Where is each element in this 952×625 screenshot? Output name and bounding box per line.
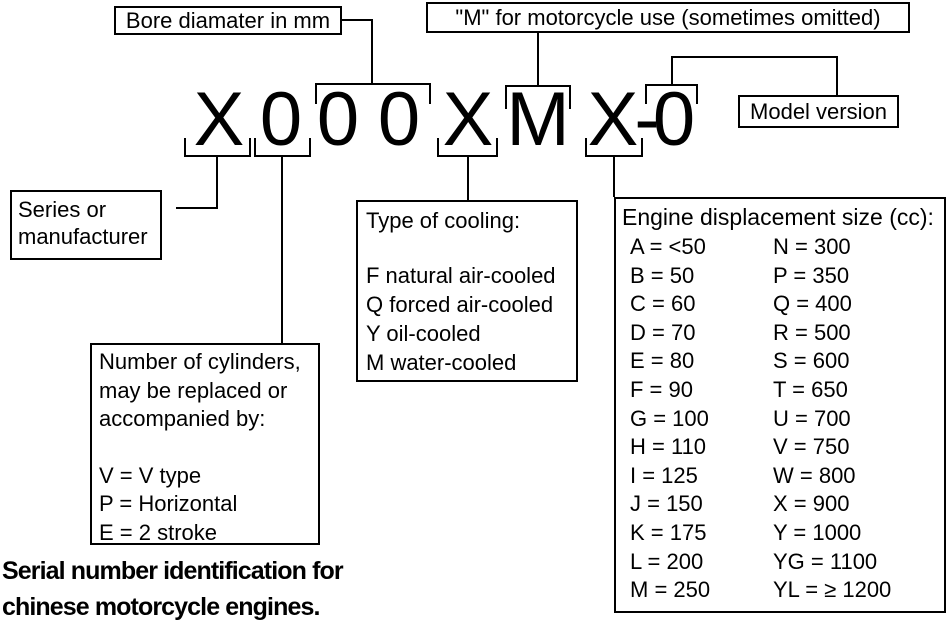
serial-char-bore-1: 0 [316, 77, 360, 162]
caption-line1: Serial number identification for [2, 557, 344, 585]
engine-code: L = 200 [630, 548, 704, 574]
cooling-title: Type of cooling: [366, 208, 521, 233]
engine-row: M = 250 YL = ≥ 1200 [616, 576, 944, 605]
cooling-item: M water-cooled [366, 350, 517, 375]
engine-row: F = 90 T = 650 [616, 376, 944, 405]
serial-char-motorcycle: M [506, 77, 570, 162]
engine-code: B = 50 [630, 262, 695, 288]
engine-code: W = 800 [773, 462, 856, 488]
serial-char-model-version: 0 [652, 77, 696, 162]
engine-row: K = 175 Y = 1000 [616, 519, 944, 548]
engine-code: T = 650 [773, 376, 848, 402]
bore-connector-line [342, 19, 373, 83]
engine-code: U = 700 [773, 405, 851, 431]
engine-row: E = 80 S = 600 [616, 347, 944, 376]
engine-row: G = 100 U = 700 [616, 405, 944, 434]
caption-line2: chinese motorcycle engines. [2, 593, 320, 621]
cylinders-box: Number of cylinders, may be replaced or … [90, 343, 320, 545]
cylinders-item: P = Horizontal [99, 491, 238, 516]
engine-code: S = 600 [773, 348, 850, 374]
engine-row: L = 200 YG = 1100 [616, 548, 944, 577]
engine-row: H = 110 V = 750 [616, 433, 944, 462]
bore-diameter-label-box: Bore diamater in mm [114, 6, 342, 35]
engine-row: D = 70 R = 500 [616, 319, 944, 348]
bore-diameter-label: Bore diamater in mm [125, 8, 331, 33]
engine-code: M = 250 [630, 577, 711, 603]
motorcycle-use-label-box: "M" for motorcycle use (sometimes omitte… [426, 2, 910, 33]
bore-bracket [315, 83, 431, 104]
engine-code: YG = 1100 [773, 548, 878, 574]
series-label-line1: Series or [18, 197, 107, 222]
cylinders-text-line1: Number of cylinders, [99, 349, 301, 374]
engine-code: V = 750 [773, 434, 850, 460]
serial-char-series: X [193, 77, 245, 162]
engine-code: K = 175 [630, 519, 707, 545]
engine-code: YL = ≥ 1200 [773, 577, 892, 603]
engine-displacement-title: Engine displacement size (cc): [622, 204, 934, 230]
cooling-item: Q forced air-cooled [366, 292, 554, 317]
motorcycle-use-label: "M" for motorcycle use (sometimes omitte… [455, 5, 881, 30]
engine-code: R = 500 [773, 319, 851, 345]
model-version-label: Model version [750, 99, 887, 124]
engine-code: D = 70 [630, 319, 696, 345]
serial-char-displacement: X [587, 77, 639, 162]
engine-code: H = 110 [630, 434, 707, 460]
cylinders-text-line2: may be replaced or [99, 377, 288, 403]
engine-code: G = 100 [630, 405, 709, 431]
engine-code: X = 900 [773, 491, 850, 517]
model-version-label-box: Model version [738, 95, 899, 128]
diagram-caption: Serial number identification for chinese… [2, 553, 462, 625]
engine-row: C = 60 Q = 400 [616, 290, 944, 319]
engine-code: P = 350 [773, 262, 850, 288]
cylinders-item: V = V type [99, 462, 202, 488]
engine-code: E = 80 [630, 348, 695, 374]
engine-row: I = 125 W = 800 [616, 462, 944, 491]
serial-char-cylinders: 0 [259, 77, 303, 162]
model-connector-line [671, 56, 838, 95]
cylinders-item: E = 2 stroke [99, 519, 218, 545]
cylinders-spacer [99, 434, 318, 462]
engine-row: A = <50 N = 300 [616, 233, 944, 262]
cooling-spacer [366, 235, 576, 261]
cylinders-text-line3: accompanied by: [99, 406, 266, 431]
cooling-item: F natural air-cooled [366, 263, 556, 288]
serial-char-hyphen: - [634, 77, 660, 162]
cooling-type-box: Type of cooling: F natural air-cooled Q … [356, 200, 578, 382]
series-manufacturer-box: Series or manufacturer [10, 190, 162, 260]
series-connector-line [176, 156, 218, 209]
engine-code: I = 125 [630, 462, 698, 488]
engine-code: Q = 400 [773, 291, 852, 317]
engine-code: A = <50 [630, 234, 706, 259]
engine-row: B = 50 P = 350 [616, 262, 944, 291]
serial-char-bore-2: 0 [377, 77, 421, 162]
engine-code: C = 60 [630, 291, 696, 317]
engine-code: J = 150 [630, 491, 703, 517]
motorcycle-bracket [505, 85, 571, 109]
series-label-line2: manufacturer [18, 224, 148, 249]
engine-code: N = 300 [773, 234, 851, 259]
engine-code: Y = 1000 [773, 519, 862, 545]
serial-char-cooling: X [442, 77, 494, 162]
engine-row: J = 150 X = 900 [616, 490, 944, 519]
cooling-item: Y oil-cooled [366, 321, 481, 346]
engine-code: F = 90 [630, 376, 693, 402]
engine-displacement-box: Engine displacement size (cc): A = <50 N… [614, 197, 946, 613]
